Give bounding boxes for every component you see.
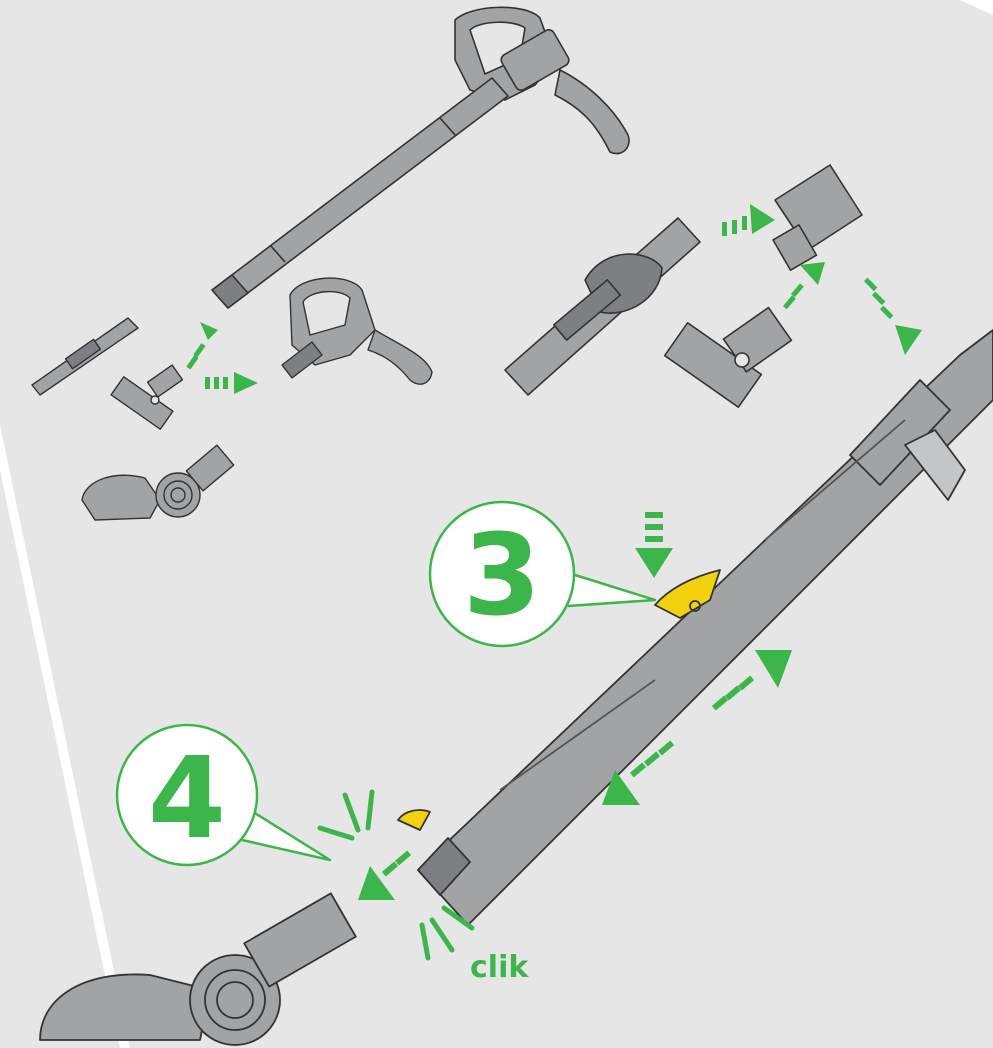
release-button-yellow [654, 569, 721, 619]
step-4-number: 4 [148, 734, 226, 864]
stubborn-dirt-brush-large-icon [663, 306, 793, 408]
step-4-callout: 4 [115, 723, 332, 867]
extension-wand-icon [211, 77, 509, 309]
click-sound-lines-icon [317, 789, 475, 961]
motion-arrow-icon [358, 512, 792, 900]
vacuum-handle-small-icon [281, 277, 433, 385]
motorhead-floor-tool-icon [81, 444, 235, 521]
motion-arrow-icon [186, 322, 258, 394]
combination-tool-icon [31, 317, 139, 396]
release-button-yellow-lower [397, 809, 431, 831]
click-sound-label: clik [470, 950, 529, 985]
stubborn-dirt-brush-icon [110, 364, 184, 430]
step-3-number: 3 [463, 511, 541, 641]
tool-adapter-icon [772, 164, 863, 272]
combination-tool-large-icon [504, 217, 701, 396]
motorhead-floor-tool-large-icon [39, 892, 357, 1046]
side-panel [0, 470, 120, 1048]
step-3-callout: 3 [428, 500, 657, 648]
main-wand-icon [397, 329, 993, 926]
vacuum-handle-icon [454, 6, 630, 155]
motion-arrow-icon [722, 204, 922, 355]
